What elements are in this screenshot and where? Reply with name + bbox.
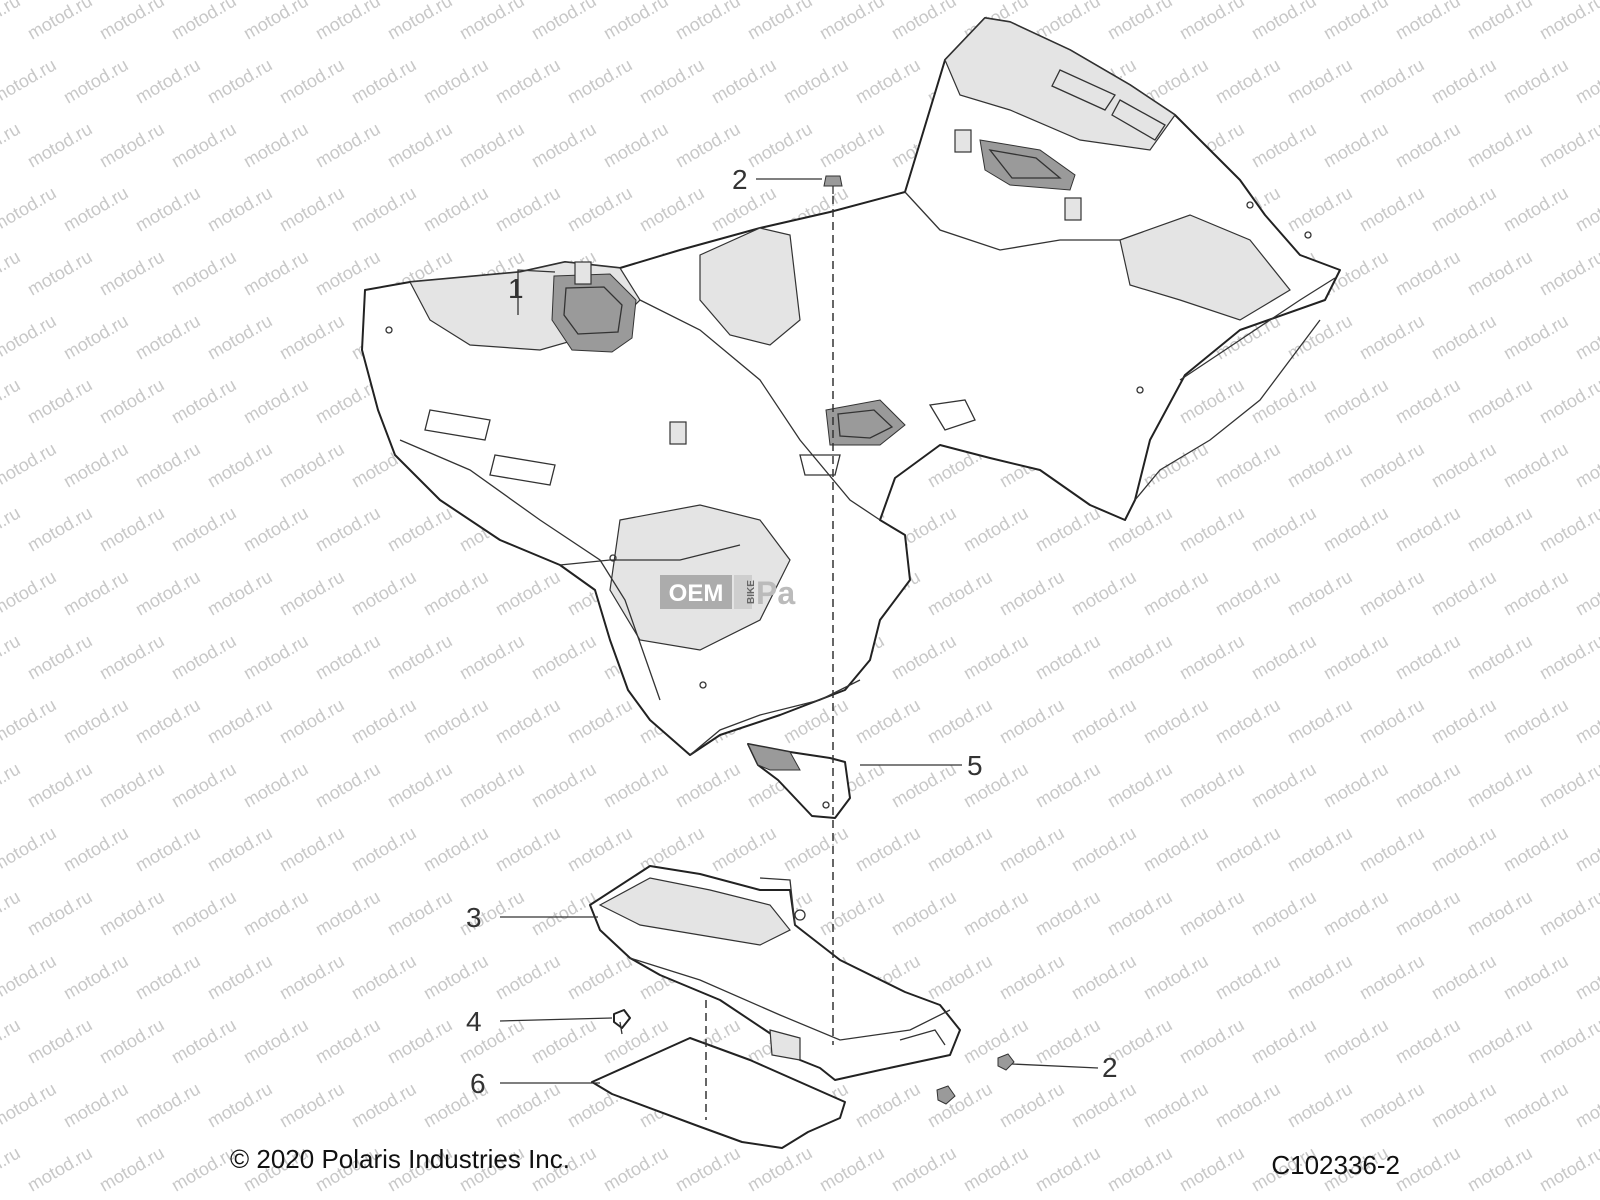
callout-4: 4 (466, 1006, 482, 1037)
part-5-bracket (747, 743, 851, 819)
logo-badge-text: BIKE (746, 580, 757, 604)
part-3-battery-tray (589, 865, 961, 1081)
callout-1: 1 (508, 273, 524, 304)
part-4-clip (613, 1009, 631, 1035)
callout-2-right: 2 (1102, 1052, 1118, 1083)
part-1-floor-panel (361, 17, 1341, 756)
copyright-notice: © 2020 Polaris Industries Inc. (230, 1144, 570, 1174)
leader-4 (499, 1017, 613, 1022)
callout-6: 6 (470, 1068, 486, 1099)
drawing-number: C102336-2 (1271, 1150, 1400, 1180)
logo-suffix-text: Pa (756, 575, 795, 611)
logo-text: OEM (669, 580, 724, 607)
callout-2-top: 2 (732, 164, 748, 195)
part-2-fastener-top (823, 175, 843, 194)
callout-3: 3 (466, 902, 482, 933)
callout-5: 5 (967, 750, 983, 781)
part-6-pad (591, 1037, 846, 1149)
oem-bike-parts-logo: OEM BIKE Pa (660, 575, 795, 611)
part-2-fastener-right (997, 1053, 1015, 1071)
part-2-fastener-bottom (936, 1085, 956, 1105)
leader-2-right (1011, 1063, 1099, 1069)
leader-1 (517, 269, 556, 315)
